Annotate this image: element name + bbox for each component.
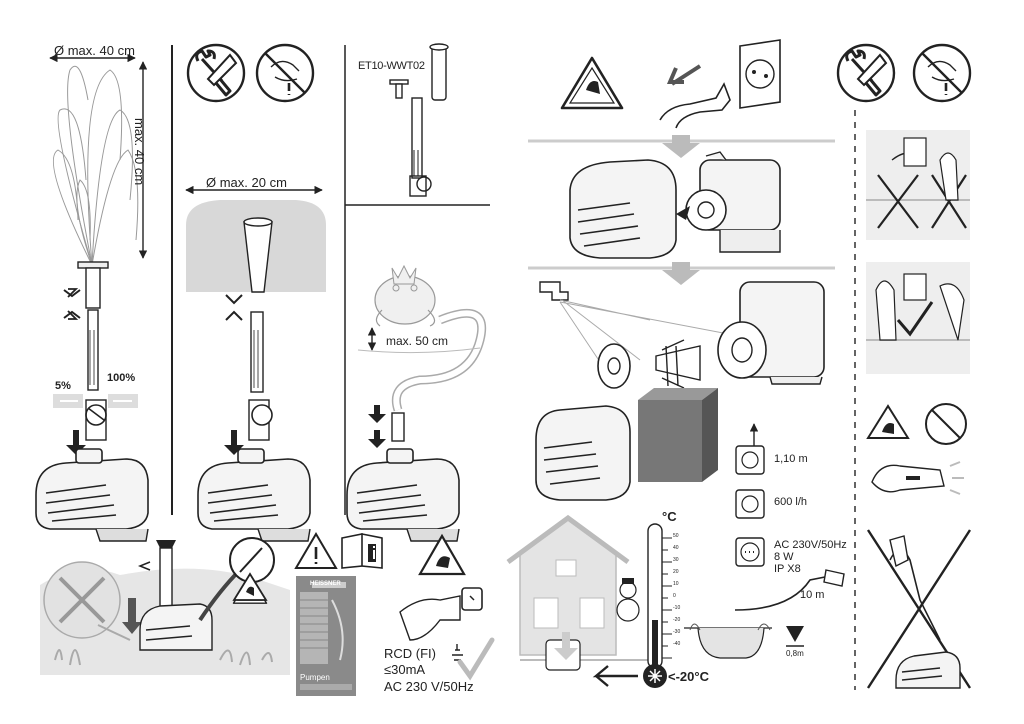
pond-basin [697,627,765,659]
scale-tick-label: 50 [673,533,679,539]
thermometer-icon [643,523,667,688]
cross-out-icon [58,576,106,624]
figure-height-label: max. 50 cm [386,334,449,348]
scale-tick-label: 0 [673,593,676,599]
flow-min-label: 5% [55,380,71,392]
fountain-diameter-label: Ø max. 40 cm [54,43,135,58]
hazard-triangle-icon [560,56,624,110]
nozzle-assembly [77,261,109,441]
scale-tick-label: -30 [673,629,681,635]
scale-tick-label: -10 [673,605,681,611]
bell-diameter-label: Ø max. 20 cm [206,175,287,190]
manual-title-label: Pumpen [300,673,330,682]
head-height-label: 1,10 m [774,453,808,465]
pump-body [685,151,781,253]
down-arrow-icon [662,262,700,285]
rcd-label: RCD (FI) [384,646,436,661]
fountain-height-label: max. 40 cm [132,118,147,186]
flow-max-label: 100% [107,372,136,384]
voltage-label: AC 230 V/50Hz [384,679,474,694]
snowflake-icon [648,669,662,683]
hazard-triangle-icon [866,404,910,439]
frost-temp-label: <-20°C [668,669,709,684]
scale-tick-label: -20 [673,617,681,623]
bell-nozzle [243,217,273,441]
spec-voltage-label: AC 230V/50Hz [774,539,847,551]
unplug-warning-icon [912,43,972,103]
checkmark-icon [896,301,934,337]
cable-icon [734,575,831,611]
scale-tick-label: 10 [673,581,679,587]
impeller-icon [655,339,701,389]
wrench-icon [186,43,246,103]
rcd-current-label: ≤30mA [384,662,426,677]
spec-power-label: 8 W [774,551,794,563]
pump-cover-small [535,405,631,501]
pump-cover [569,159,677,259]
manual-brand-label: HEISSNER [310,581,341,587]
flow-rate-icon [735,489,765,519]
cross-out-icon [877,174,919,229]
depth-marker-icon [786,626,804,642]
unplug-warning-icon [255,43,315,103]
hand-plug-icon [399,595,461,641]
frog-figure [374,264,436,327]
faucet-icon [539,281,569,301]
unplug-arrow-icon [666,64,702,86]
checkmark-icon [457,637,495,681]
thermometer-unit-label: °C [662,509,677,524]
filter-sponge [638,400,702,482]
depth-label: 0,8m [786,649,804,658]
fountain-spray [52,65,139,266]
spec-ip-label: IP X8 [774,563,801,575]
flow-rate-label: 600 l/h [774,496,808,508]
cross-out-icon [931,174,967,229]
scale-tick-label: 20 [673,569,679,575]
cable-length-label: 10 m [800,589,825,601]
wrench-icon [836,43,896,103]
head-height-icon [735,445,765,475]
scale-tick-label: -40 [673,641,681,647]
pump-body-large [717,281,825,385]
nozzle-model-label: ET10-WWT02 [358,60,425,72]
snowman-icon [616,578,640,622]
scale-tick-label: 40 [673,545,679,551]
down-arrow-icon [662,135,700,158]
scale-tick-label: 30 [673,557,679,563]
nozzle-parts [389,43,449,197]
pump-in-pond [139,540,242,651]
